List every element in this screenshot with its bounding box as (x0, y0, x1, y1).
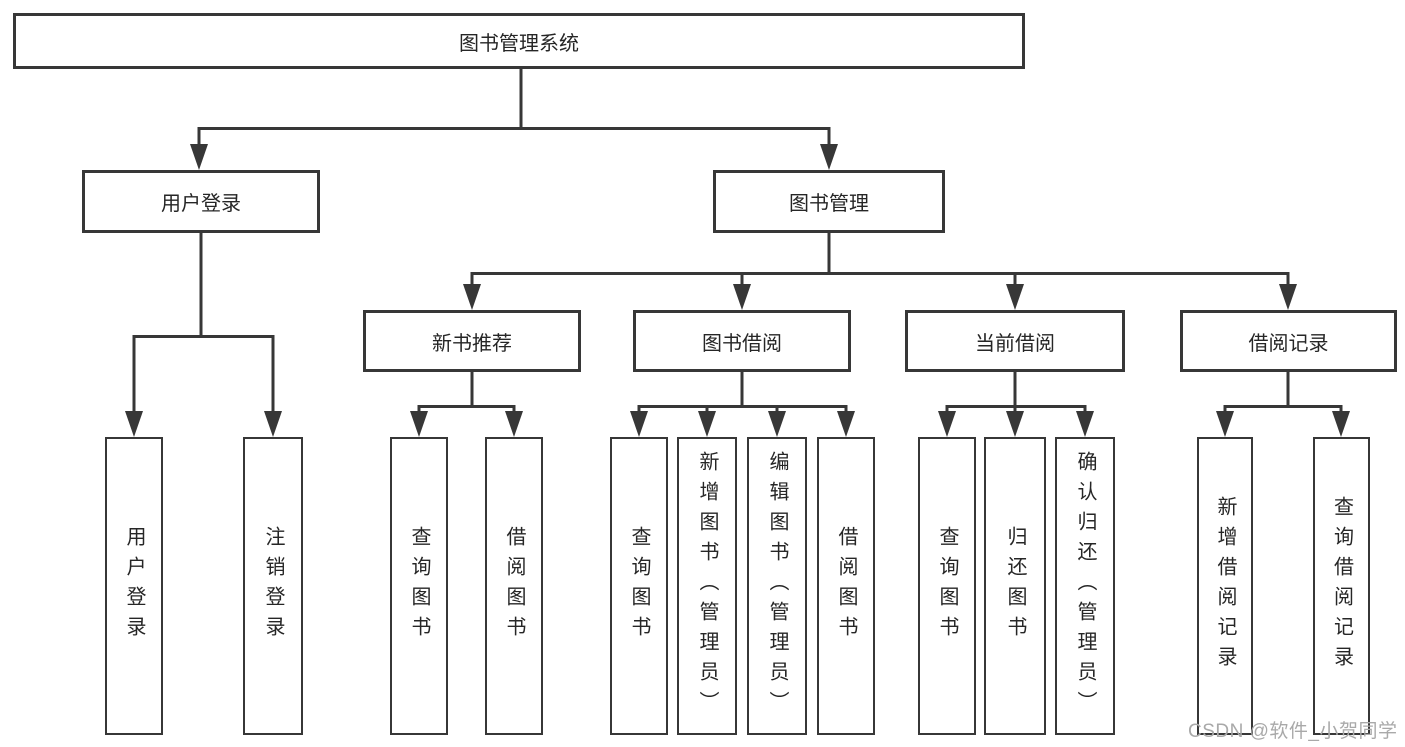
arrow-down-icon (264, 411, 282, 437)
leaf-label: 查询图书 (628, 526, 650, 646)
arrow-down-icon (1006, 411, 1024, 437)
node-new-book-recommendation: 新书推荐 (363, 310, 581, 372)
arrow-down-icon (1006, 284, 1024, 310)
node-borrowing-records: 借阅记录 (1180, 310, 1397, 372)
leaf-query-books-newbook: 查询图书 (390, 437, 448, 735)
arrow-down-icon (125, 411, 143, 437)
arrow-down-icon (698, 411, 716, 437)
arrow-down-icon (630, 411, 648, 437)
connector-borrowing-records-fork (1223, 372, 1343, 415)
node-label: 图书管理系统 (459, 32, 579, 55)
connector-current-borrowing-fork (945, 372, 1087, 415)
watermark-text: CSDN @软件_小贺同学 (1188, 721, 1398, 742)
leaf-query-borrow-record: 查询借阅记录 (1313, 437, 1370, 735)
arrow-down-icon (410, 411, 428, 437)
arrow-down-icon (938, 411, 956, 437)
node-book-management: 图书管理 (713, 170, 945, 233)
arrow-down-icon (733, 284, 751, 310)
leaf-label: 查询图书 (936, 526, 958, 646)
leaf-add-borrow-record: 新增借阅记录 (1197, 437, 1253, 735)
leaf-borrow-books-newbook: 借阅图书 (485, 437, 543, 735)
connector-book-borrowing-fork (637, 372, 848, 415)
leaf-label: 借阅图书 (835, 526, 857, 646)
leaf-label: 注销登录 (262, 526, 284, 646)
node-label: 图书借阅 (702, 332, 782, 355)
arrow-down-icon (505, 411, 523, 437)
leaf-label: 新增图书（管理员） (696, 451, 718, 721)
node-root: 图书管理系统 (13, 13, 1025, 69)
leaf-label: 新增借阅记录 (1214, 496, 1236, 676)
leaf-query-books-borrowing: 查询图书 (610, 437, 668, 735)
arrow-down-icon (820, 144, 838, 170)
node-label: 借阅记录 (1248, 332, 1329, 355)
leaf-user-login: 用户登录 (105, 437, 163, 735)
leaf-label: 编辑图书（管理员） (766, 451, 788, 721)
connector-book-management-fork (470, 233, 1290, 288)
node-label: 当前借阅 (975, 332, 1055, 355)
leaf-return-books: 归还图书 (984, 437, 1046, 735)
arrow-down-icon (1279, 284, 1297, 310)
leaf-borrow-books-borrowing: 借阅图书 (817, 437, 875, 735)
node-user-login: 用户登录 (82, 170, 320, 233)
leaf-logout: 注销登录 (243, 437, 303, 735)
arrow-down-icon (1216, 411, 1234, 437)
node-label: 新书推荐 (432, 332, 512, 355)
leaf-label: 查询借阅记录 (1330, 496, 1353, 676)
node-label: 图书管理 (789, 193, 869, 215)
connector-new-book-fork (417, 372, 516, 415)
arrow-down-icon (837, 411, 855, 437)
arrow-down-icon (463, 284, 481, 310)
node-book-borrowing: 图书借阅 (633, 310, 851, 372)
leaf-label: 借阅图书 (503, 526, 525, 646)
arrow-down-icon (1076, 411, 1094, 437)
leaf-edit-books-admin: 编辑图书（管理员） (747, 437, 807, 735)
connector-user-login-fork (132, 233, 275, 415)
leaf-label: 确认归还（管理员） (1074, 451, 1096, 721)
arrow-down-icon (768, 411, 786, 437)
leaf-label: 查询图书 (408, 526, 430, 646)
node-current-borrowing: 当前借阅 (905, 310, 1125, 372)
connector-root-fork (197, 69, 831, 148)
node-label: 用户登录 (161, 193, 241, 215)
leaf-query-books-current: 查询图书 (918, 437, 976, 735)
leaf-label: 用户登录 (123, 526, 145, 646)
leaf-label: 归还图书 (1004, 526, 1026, 646)
leaf-confirm-return-admin: 确认归还（管理员） (1055, 437, 1115, 735)
arrow-down-icon (190, 144, 208, 170)
arrow-down-icon (1332, 411, 1350, 437)
leaf-add-books-admin: 新增图书（管理员） (677, 437, 737, 735)
